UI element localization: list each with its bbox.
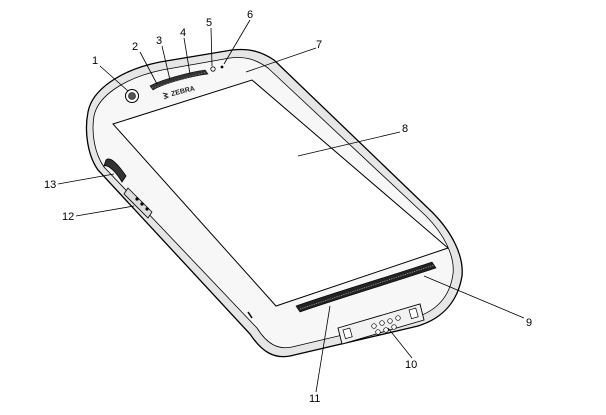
leader-1 xyxy=(99,65,129,92)
leader-8 xyxy=(297,131,401,157)
side-button xyxy=(103,158,127,183)
bottom-speaker xyxy=(295,261,437,313)
callout-12: 12 xyxy=(62,211,74,223)
leader-lines xyxy=(57,19,525,393)
light-sensor xyxy=(210,66,216,72)
leader-5 xyxy=(210,27,213,67)
leader-3 xyxy=(161,45,171,81)
callout-4: 4 xyxy=(180,27,186,39)
leader-4 xyxy=(183,37,191,75)
leader-13 xyxy=(57,173,115,185)
callout-1: 1 xyxy=(92,55,98,67)
callout-8: 8 xyxy=(402,123,408,135)
charging-contacts xyxy=(337,303,425,345)
callout-7: 7 xyxy=(316,39,322,51)
callout-2: 2 xyxy=(132,41,138,53)
leader-11 xyxy=(315,305,331,393)
receiver-grille xyxy=(151,71,207,89)
side-connector xyxy=(123,187,153,219)
callout-6: 6 xyxy=(247,9,253,21)
leader-12 xyxy=(75,205,135,217)
led-indicator xyxy=(220,65,224,69)
callout-5: 5 xyxy=(206,17,212,29)
callout-11: 11 xyxy=(309,393,320,405)
leader-10 xyxy=(387,327,413,359)
callout-10: 10 xyxy=(405,359,417,371)
touch-screen xyxy=(0,0,1,1)
callout-13: 13 xyxy=(44,179,56,191)
leader-7 xyxy=(245,47,317,73)
display-area xyxy=(112,79,449,307)
callout-3: 3 xyxy=(156,35,162,47)
leader-2 xyxy=(139,51,158,85)
leader-9 xyxy=(423,275,525,319)
lanyard-slot xyxy=(247,311,253,319)
leader-6 xyxy=(223,19,251,65)
callout-labels: 1 2 3 4 5 6 7 8 9 10 11 12 13 xyxy=(44,9,532,405)
callout-9: 9 xyxy=(526,317,532,329)
front-camera xyxy=(125,89,139,103)
